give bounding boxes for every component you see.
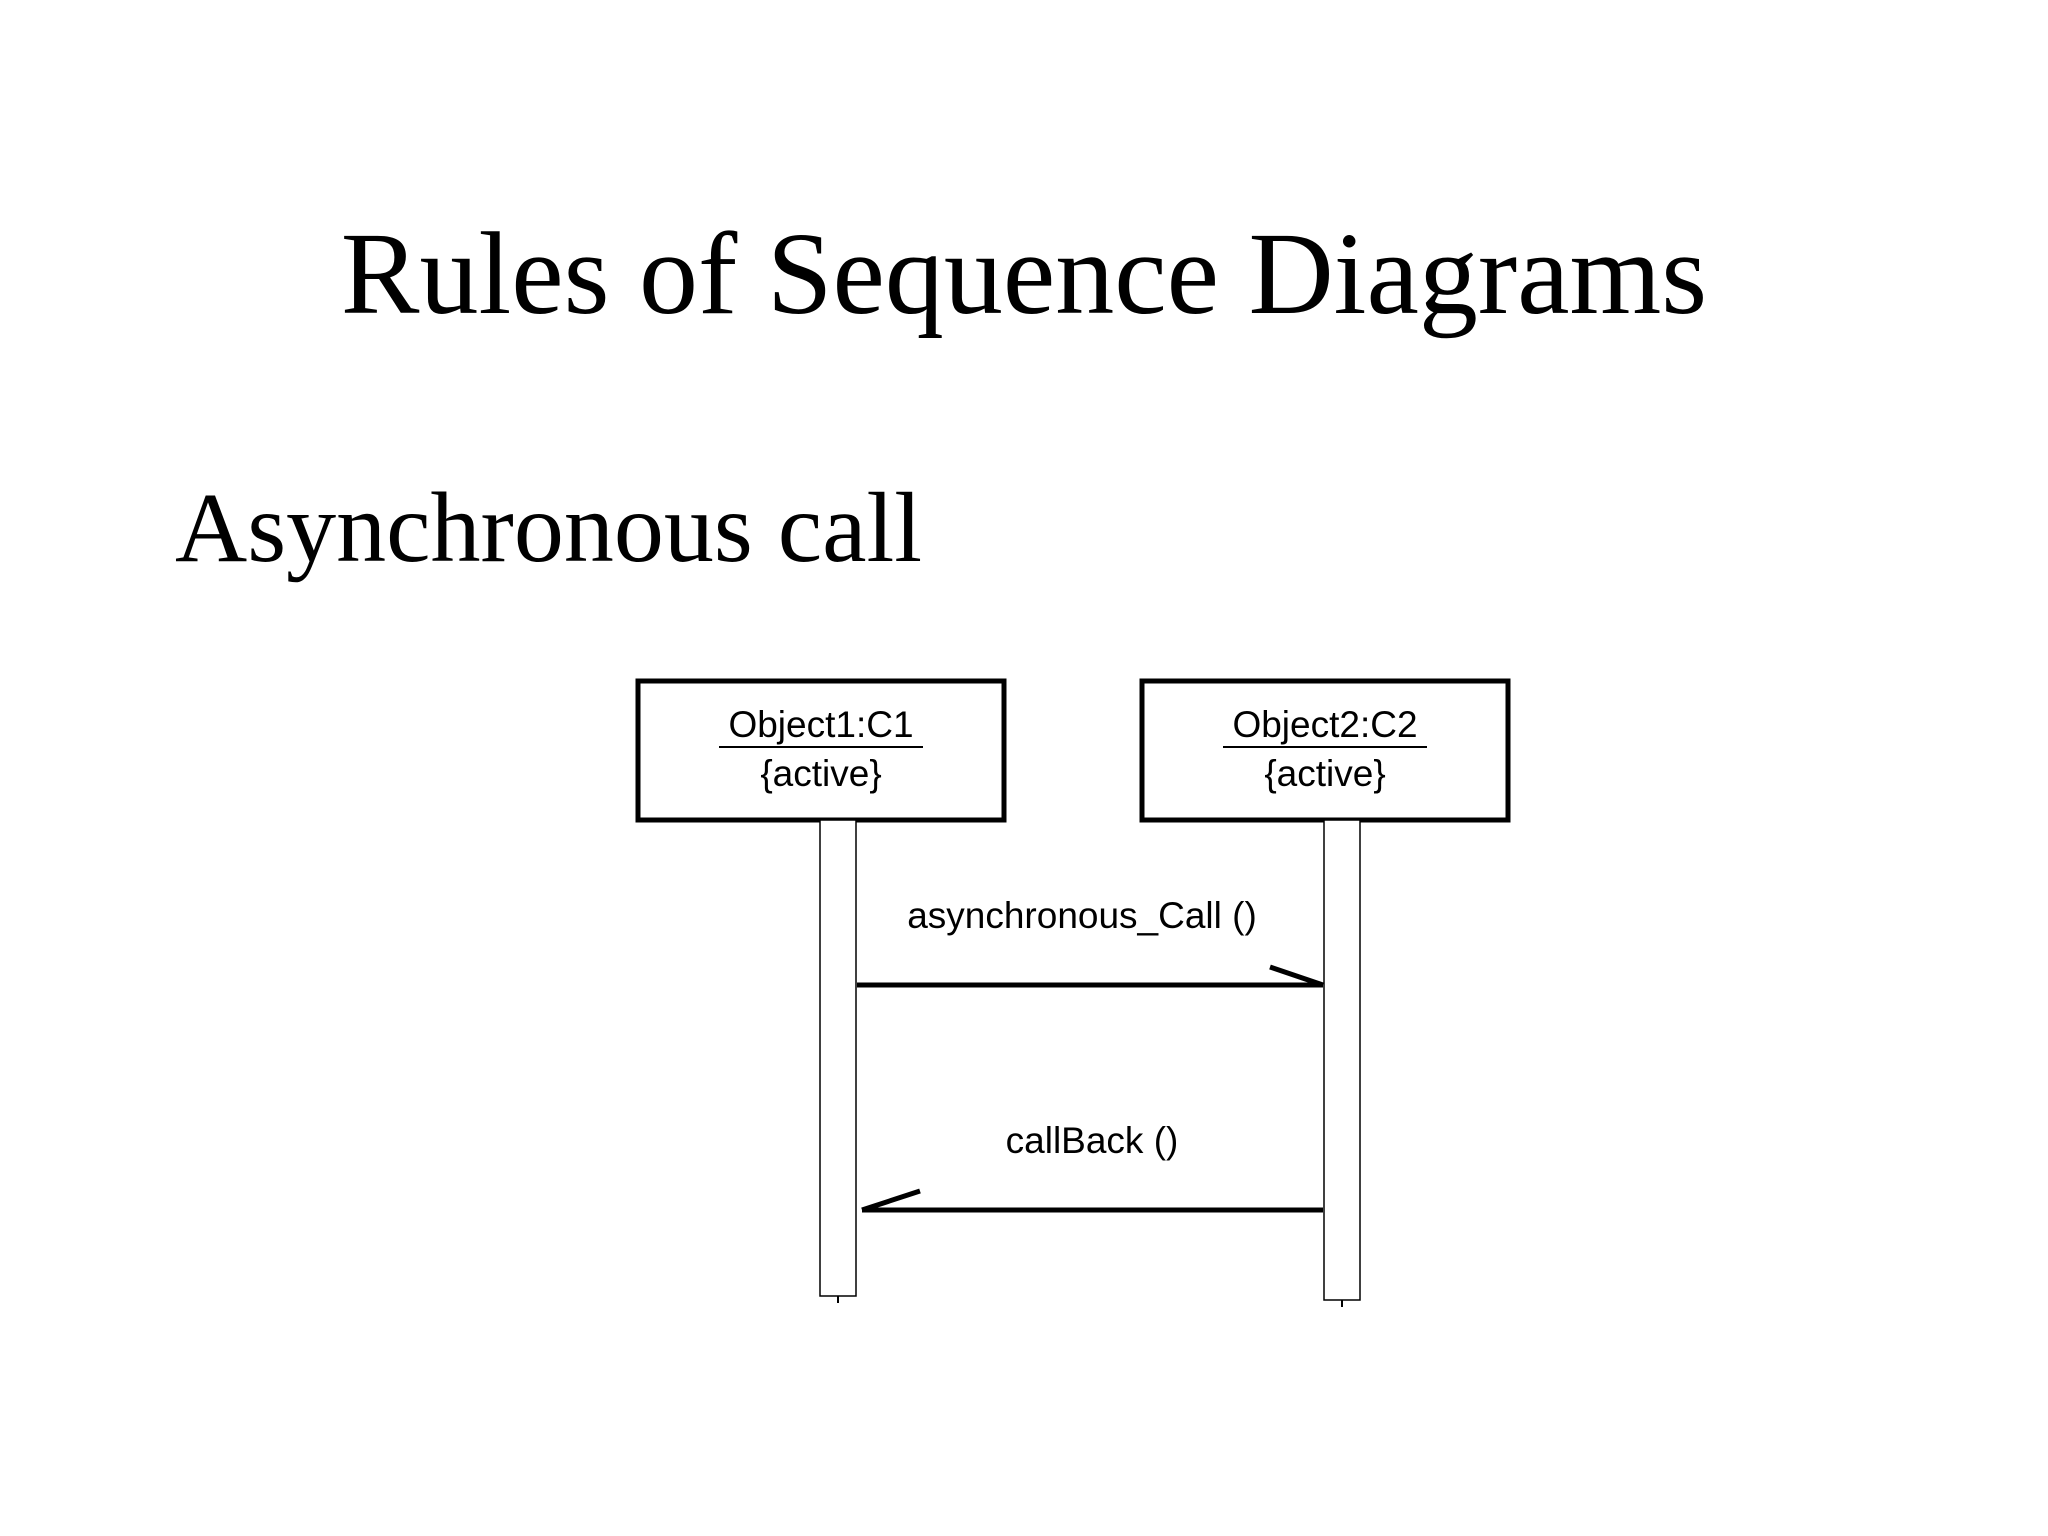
- half-arrowhead-icon: [1269, 964, 1324, 988]
- object2-stereotype: {active}: [1264, 753, 1385, 794]
- object1-activation-bar: [819, 819, 857, 1297]
- slide-title: Rules of Sequence Diagrams: [340, 208, 1708, 339]
- slide-subtitle: Asynchronous call: [175, 472, 923, 583]
- object2-activation-bar: [1323, 819, 1361, 1301]
- lifeline-object2: Object2:C2 {active}: [1139, 678, 1511, 1301]
- lifeline-object1: Object1:C1 {active}: [635, 678, 1007, 1297]
- object2-box: [1139, 678, 1511, 823]
- message-asynchronous-call: asynchronous_Call (): [857, 895, 1324, 988]
- object1-stereotype: {active}: [760, 753, 881, 794]
- object1-box: [635, 678, 1007, 823]
- message-callback: callBack (): [861, 1120, 1323, 1213]
- message-label-asynchronous-call: asynchronous_Call (): [907, 895, 1257, 936]
- object2-name: Object2:C2: [1232, 704, 1417, 745]
- half-arrowhead-icon: [861, 1188, 921, 1213]
- message-label-callback: callBack (): [1006, 1120, 1179, 1161]
- object1-name: Object1:C1: [728, 704, 913, 745]
